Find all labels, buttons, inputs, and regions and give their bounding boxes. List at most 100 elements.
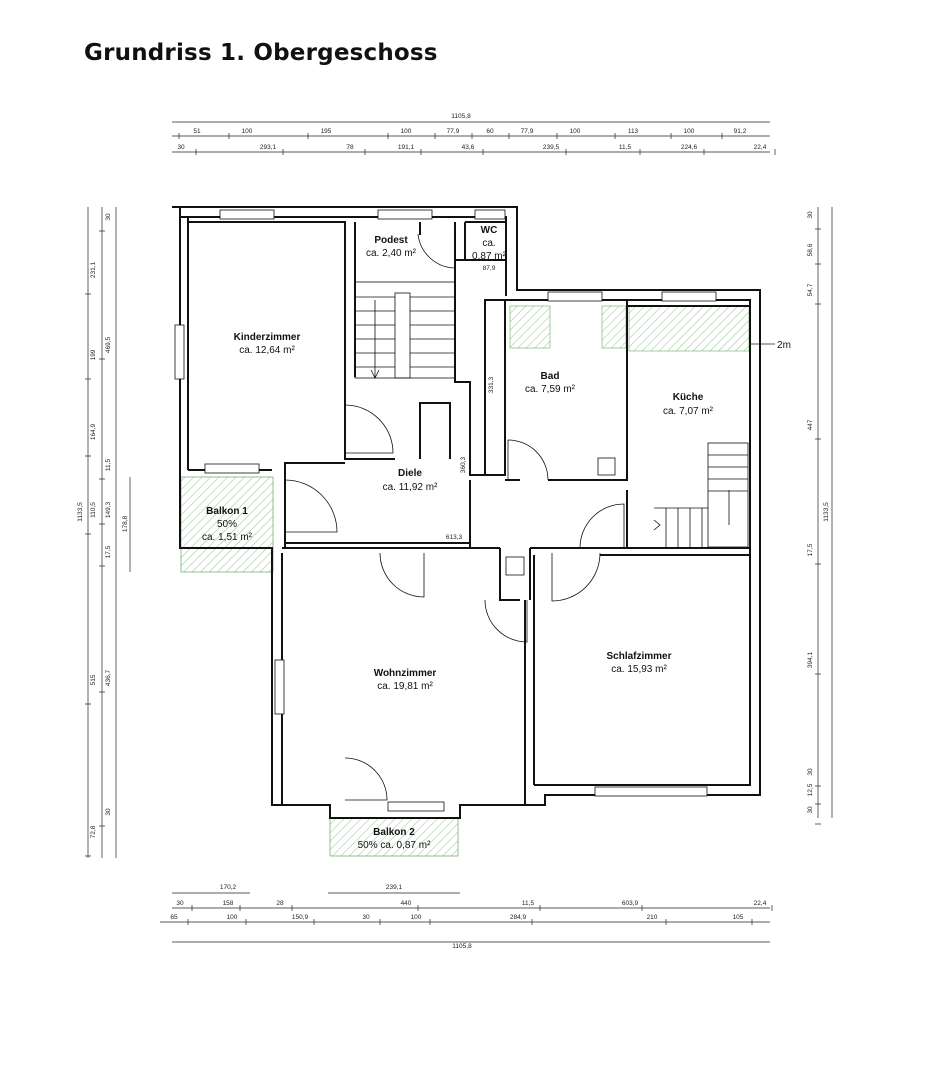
- top-row1-dim: 100: [242, 128, 253, 135]
- room-labels: Kinderzimmer ca. 12,64 m² Podest ca. 2,4…: [202, 225, 791, 851]
- height-marker: 2m: [777, 340, 791, 351]
- diele-side-dim: 360,3: [460, 456, 467, 473]
- bottom-row3-dim: 210: [647, 914, 658, 921]
- window: [547, 291, 603, 302]
- kueche-area: ca. 7,07 m²: [663, 406, 714, 417]
- balkon1-name: Balkon 1: [206, 506, 248, 517]
- bottom-row3-dim: 105: [733, 914, 744, 921]
- right-total: 1133,5: [823, 502, 830, 522]
- dimension-labels: 1105,8 1105,8 1133,5 1133,5 178,8: [77, 113, 830, 950]
- window: [219, 209, 275, 220]
- window: [204, 463, 260, 474]
- bottom-row2-dim: 30: [176, 900, 184, 907]
- top-row2-dim: 239,5: [543, 144, 560, 151]
- bad-name: Bad: [541, 371, 560, 382]
- window: [474, 209, 506, 220]
- top-row2-dim: 43,6: [462, 144, 475, 151]
- diele-area: ca. 11,92 m²: [383, 482, 439, 493]
- bottom-row3-dim: 65: [170, 914, 178, 921]
- top-row1-dim: 100: [684, 128, 695, 135]
- left-row2-dim: 469,5: [105, 336, 112, 353]
- wc-dim: 87,9: [483, 265, 496, 272]
- bad-inner-dim: 331,3: [488, 376, 495, 393]
- wc-name: WC: [481, 225, 498, 236]
- kueche-name: Küche: [673, 392, 704, 403]
- podest-area: ca. 2,40 m²: [366, 248, 417, 259]
- left-row2-dim: 149,3: [105, 501, 112, 518]
- top-total: 1105,8: [451, 113, 471, 120]
- top-row1-dim: 100: [401, 128, 412, 135]
- staircase-podest: [354, 281, 456, 379]
- schlafzimmer-area: ca. 15,93 m²: [611, 664, 667, 675]
- window: [174, 324, 185, 380]
- left-row2-dim: 30: [105, 213, 112, 221]
- door: [379, 552, 425, 598]
- left-row1-dim: 231,1: [90, 261, 97, 278]
- door: [507, 439, 549, 481]
- right-row1-dim: 394,1: [807, 651, 814, 668]
- window: [274, 659, 285, 715]
- hatched-areas: [180, 305, 750, 857]
- diele-name: Diele: [398, 468, 422, 479]
- left-row1-dim: 164,9: [90, 423, 97, 440]
- bottom-row2-dim: 22,4: [754, 900, 767, 907]
- right-row1-dim: 30: [807, 768, 814, 776]
- left-row1-dim: 72,8: [90, 825, 97, 838]
- schlafzimmer-name: Schlafzimmer: [606, 651, 671, 662]
- right-row1-dim: 54,7: [807, 283, 814, 296]
- balkon2-name: Balkon 2: [373, 827, 415, 838]
- bottom-row3-dim: 100: [411, 914, 422, 921]
- top-row1-dim: 51: [193, 128, 201, 135]
- dimension-lines: [87, 121, 833, 943]
- bottom-row2-dim: 11,5: [522, 900, 535, 907]
- plan-title: Grundriss 1. Obergeschoss: [84, 40, 438, 66]
- door: [284, 479, 338, 533]
- staircase-kueche: [653, 442, 749, 548]
- left-row2-dim: 30: [105, 808, 112, 816]
- top-row2-dim: 191,1: [398, 144, 415, 151]
- left-row2-dim: 11,5: [105, 459, 112, 472]
- right-row1-dim: 17,5: [807, 543, 814, 556]
- diele-inner-dim: 613,3: [446, 534, 463, 541]
- kinderzimmer-name: Kinderzimmer: [234, 332, 301, 343]
- door: [579, 503, 625, 549]
- left-row1-dim: 199: [90, 349, 97, 360]
- door: [344, 404, 394, 454]
- bottom-row1-dim: 239,1: [386, 884, 403, 891]
- bottom-total: 1105,8: [452, 943, 472, 950]
- bad-hatch-right: [601, 305, 627, 349]
- doors: [284, 233, 625, 801]
- top-row2-dim: 293,1: [260, 144, 277, 151]
- bottom-row2-dim: 603,9: [622, 900, 639, 907]
- bottom-row2-dim: 28: [276, 900, 284, 907]
- wc-area-line1: ca.: [482, 238, 495, 249]
- top-row1-dim: 100: [570, 128, 581, 135]
- wc-area-line2: 0,87 m²: [472, 251, 507, 262]
- top-row1-dim: 91,2: [734, 128, 747, 135]
- window: [387, 801, 445, 812]
- top-row2-dim: 224,6: [681, 144, 698, 151]
- bottom-row2-dim: 440: [401, 900, 412, 907]
- balkon1-share: 50%: [217, 519, 237, 530]
- door: [417, 233, 456, 269]
- bottom-row3-dim: 150,9: [292, 914, 309, 921]
- window: [594, 786, 708, 797]
- left-row2-dim: 17,5: [105, 545, 112, 558]
- window: [661, 291, 717, 302]
- top-row1-dim: 60: [486, 128, 494, 135]
- left-total: 1133,5: [77, 502, 84, 522]
- kinderzimmer-area: ca. 12,64 m²: [239, 345, 295, 356]
- door: [551, 552, 601, 602]
- wohnzimmer-area: ca. 19,81 m²: [377, 681, 433, 692]
- bottom-row3-dim: 100: [227, 914, 238, 921]
- right-row1-dim: 30: [807, 806, 814, 814]
- door: [484, 599, 528, 643]
- bottom-row2-dim: 158: [223, 900, 234, 907]
- kueche-hatch: [628, 305, 750, 352]
- balkon1-hatch: [180, 476, 274, 573]
- right-row1-dim: 30: [807, 211, 814, 219]
- dimension-ticks: [85, 133, 821, 925]
- left-row1-dim: 110,5: [90, 502, 97, 518]
- left-row2-dim: 436,7: [105, 669, 112, 686]
